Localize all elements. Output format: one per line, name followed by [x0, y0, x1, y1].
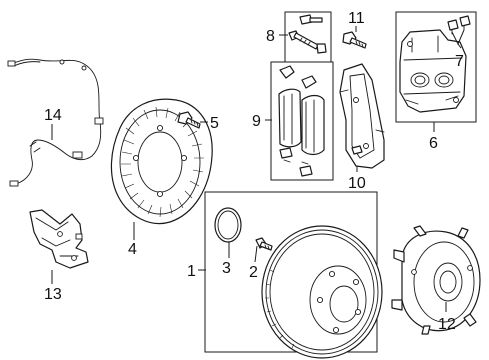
seal-ring	[214, 207, 242, 243]
callout-12: 12	[438, 316, 456, 333]
splash-shield	[110, 98, 213, 225]
callout-5: 5	[210, 115, 219, 132]
callout-6: 6	[429, 135, 438, 152]
leader-2	[254, 245, 258, 263]
bleeder-screw	[447, 15, 471, 35]
callout-7: 7	[455, 53, 464, 70]
callout-2: 2	[249, 264, 258, 281]
caliper-hardware	[288, 14, 327, 54]
harness-bracket	[29, 209, 89, 269]
leader-7	[451, 29, 465, 49]
callout-8: 8	[266, 28, 275, 45]
callout-14: 14	[44, 107, 62, 124]
callout-11: 11	[348, 10, 365, 27]
callout-3: 3	[222, 260, 231, 277]
brake-caliper	[399, 29, 467, 113]
caliper-bolt	[342, 31, 367, 49]
callout-13: 13	[44, 286, 62, 303]
wheel-hub	[391, 225, 481, 335]
callout-1: 1	[187, 263, 196, 280]
callout-10: 10	[348, 175, 366, 192]
pad-group-box	[270, 61, 334, 181]
brake-pads	[278, 65, 325, 177]
shield-bolt	[177, 111, 201, 129]
sensor-tip	[9, 180, 19, 187]
harness-clip	[94, 117, 104, 125]
callout-9: 9	[252, 113, 261, 130]
brake-rotor	[261, 225, 383, 359]
abs-sensor-harness	[7, 58, 104, 187]
wheel-stud	[255, 237, 273, 251]
harness-clip	[72, 151, 83, 159]
caliper-group-box	[395, 11, 477, 123]
sensor-connector	[7, 60, 16, 67]
caliper-bracket	[339, 63, 385, 169]
callout-4: 4	[128, 241, 137, 258]
